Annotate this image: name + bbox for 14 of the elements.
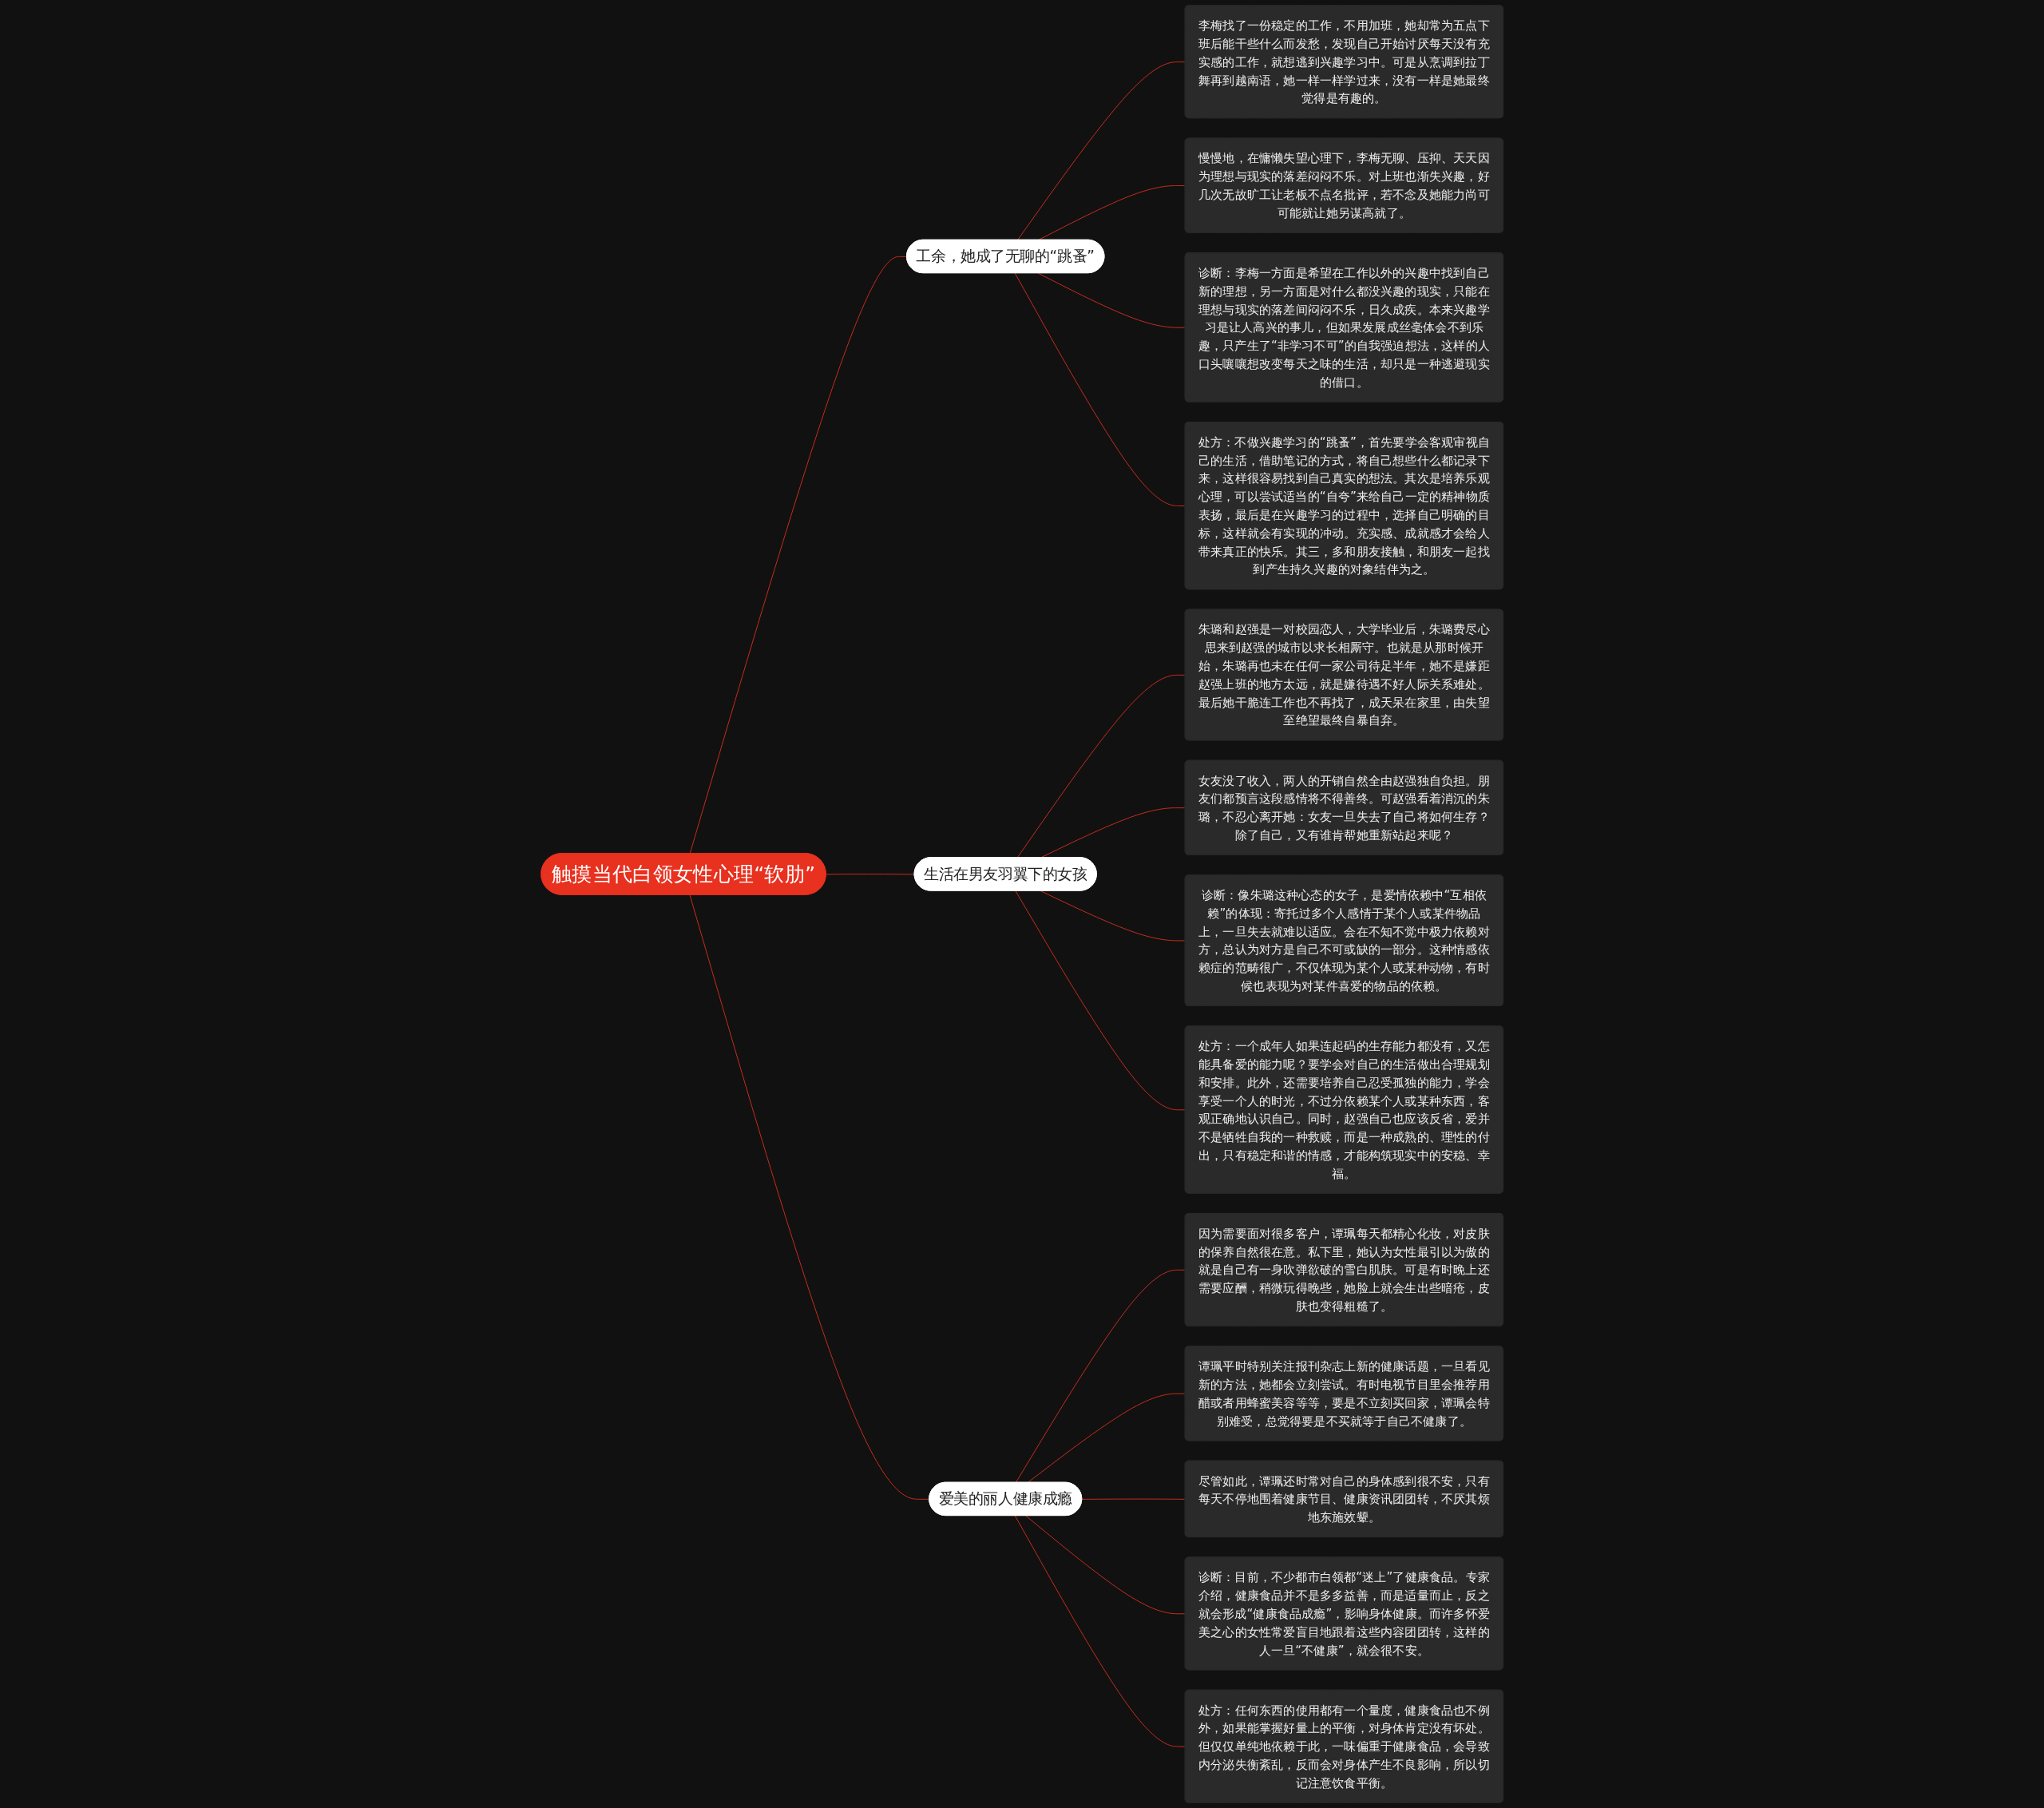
connector [1081, 1498, 1186, 1500]
connector [1027, 1393, 1186, 1484]
connector [826, 874, 915, 875]
connector [1040, 890, 1186, 942]
connector [1014, 1515, 1186, 1747]
connector [1015, 1269, 1186, 1484]
connector [1037, 272, 1186, 328]
connector [1016, 61, 1186, 241]
connector [1015, 890, 1186, 1111]
connector [1025, 1515, 1186, 1615]
connector [689, 256, 908, 854]
connector [689, 894, 930, 1500]
connector [1014, 272, 1186, 506]
connector [1016, 674, 1186, 858]
